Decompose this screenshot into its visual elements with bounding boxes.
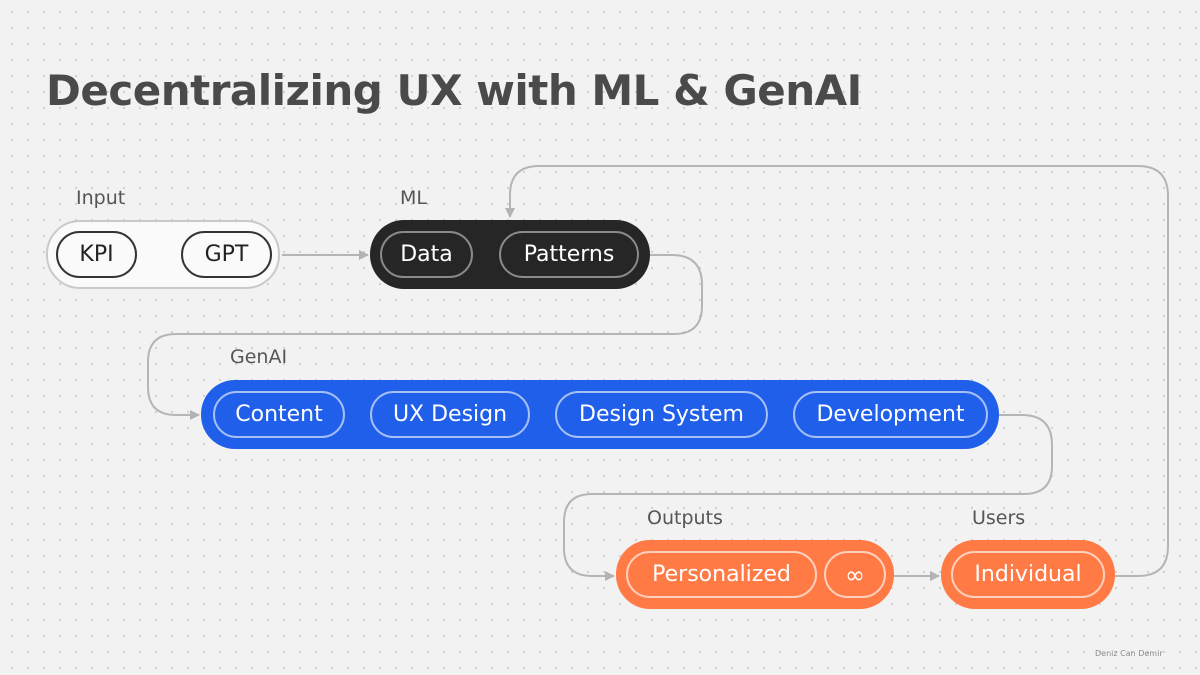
group-label-ml: ML [400, 187, 427, 209]
node-gpt: GPT [181, 231, 272, 278]
input-group: KPI GPT [46, 220, 280, 289]
node-data: Data [380, 231, 473, 278]
outputs-group: Personalized ∞ [616, 540, 894, 609]
node-individual: Individual [951, 551, 1105, 598]
page-title: Decentralizing UX with ML & GenAI [46, 66, 862, 115]
author-credit: Deniz Can Demir [1095, 649, 1163, 658]
group-label-outputs: Outputs [647, 507, 723, 529]
group-label-users: Users [972, 507, 1026, 529]
ml-group: Data Patterns [370, 220, 650, 289]
node-ux-design: UX Design [370, 391, 530, 438]
users-group: Individual [941, 540, 1115, 609]
node-content: Content [213, 391, 345, 438]
group-label-genai: GenAI [230, 346, 288, 368]
node-design-system: Design System [555, 391, 768, 438]
node-development: Development [793, 391, 988, 438]
genai-group: Content UX Design Design System Developm… [201, 380, 999, 449]
node-kpi: KPI [56, 231, 137, 278]
group-label-input: Input [76, 187, 126, 209]
connector-ml-genai [147, 254, 703, 420]
node-patterns: Patterns [499, 231, 639, 278]
connector-genai-outputs [563, 414, 1053, 581]
connector-feedback-loop [505, 165, 1169, 577]
infinity-icon: ∞ [824, 551, 886, 598]
node-personalized: Personalized [626, 551, 817, 598]
